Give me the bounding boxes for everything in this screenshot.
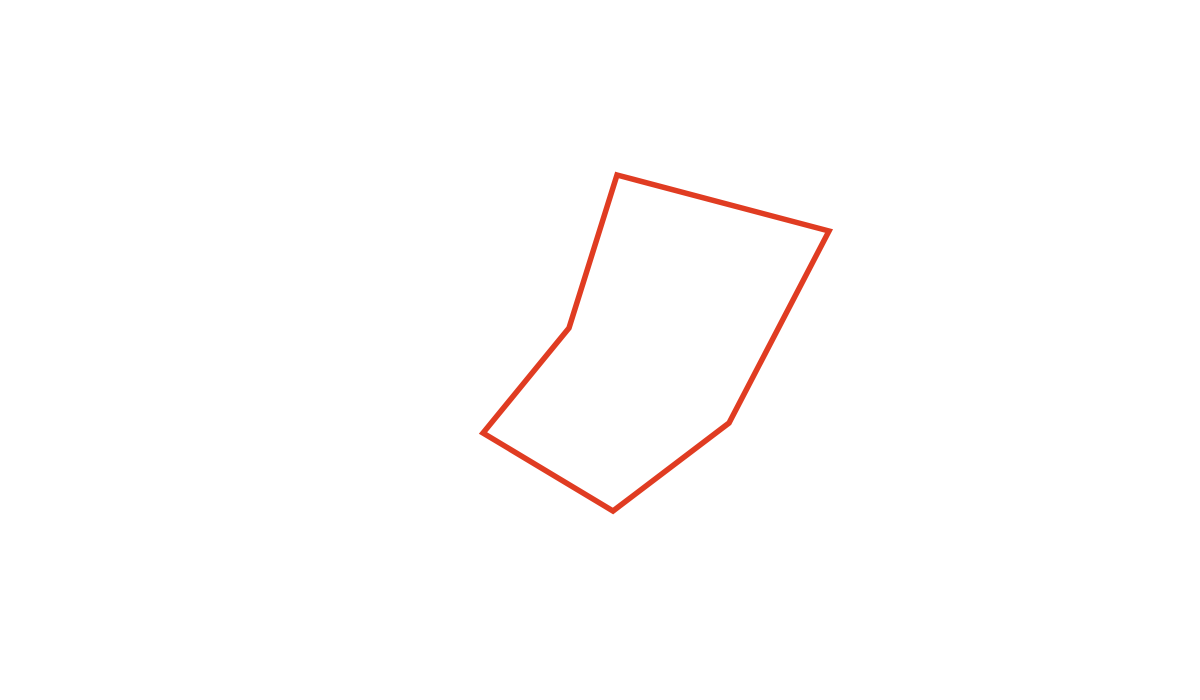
hexagon-outline	[478, 171, 834, 515]
